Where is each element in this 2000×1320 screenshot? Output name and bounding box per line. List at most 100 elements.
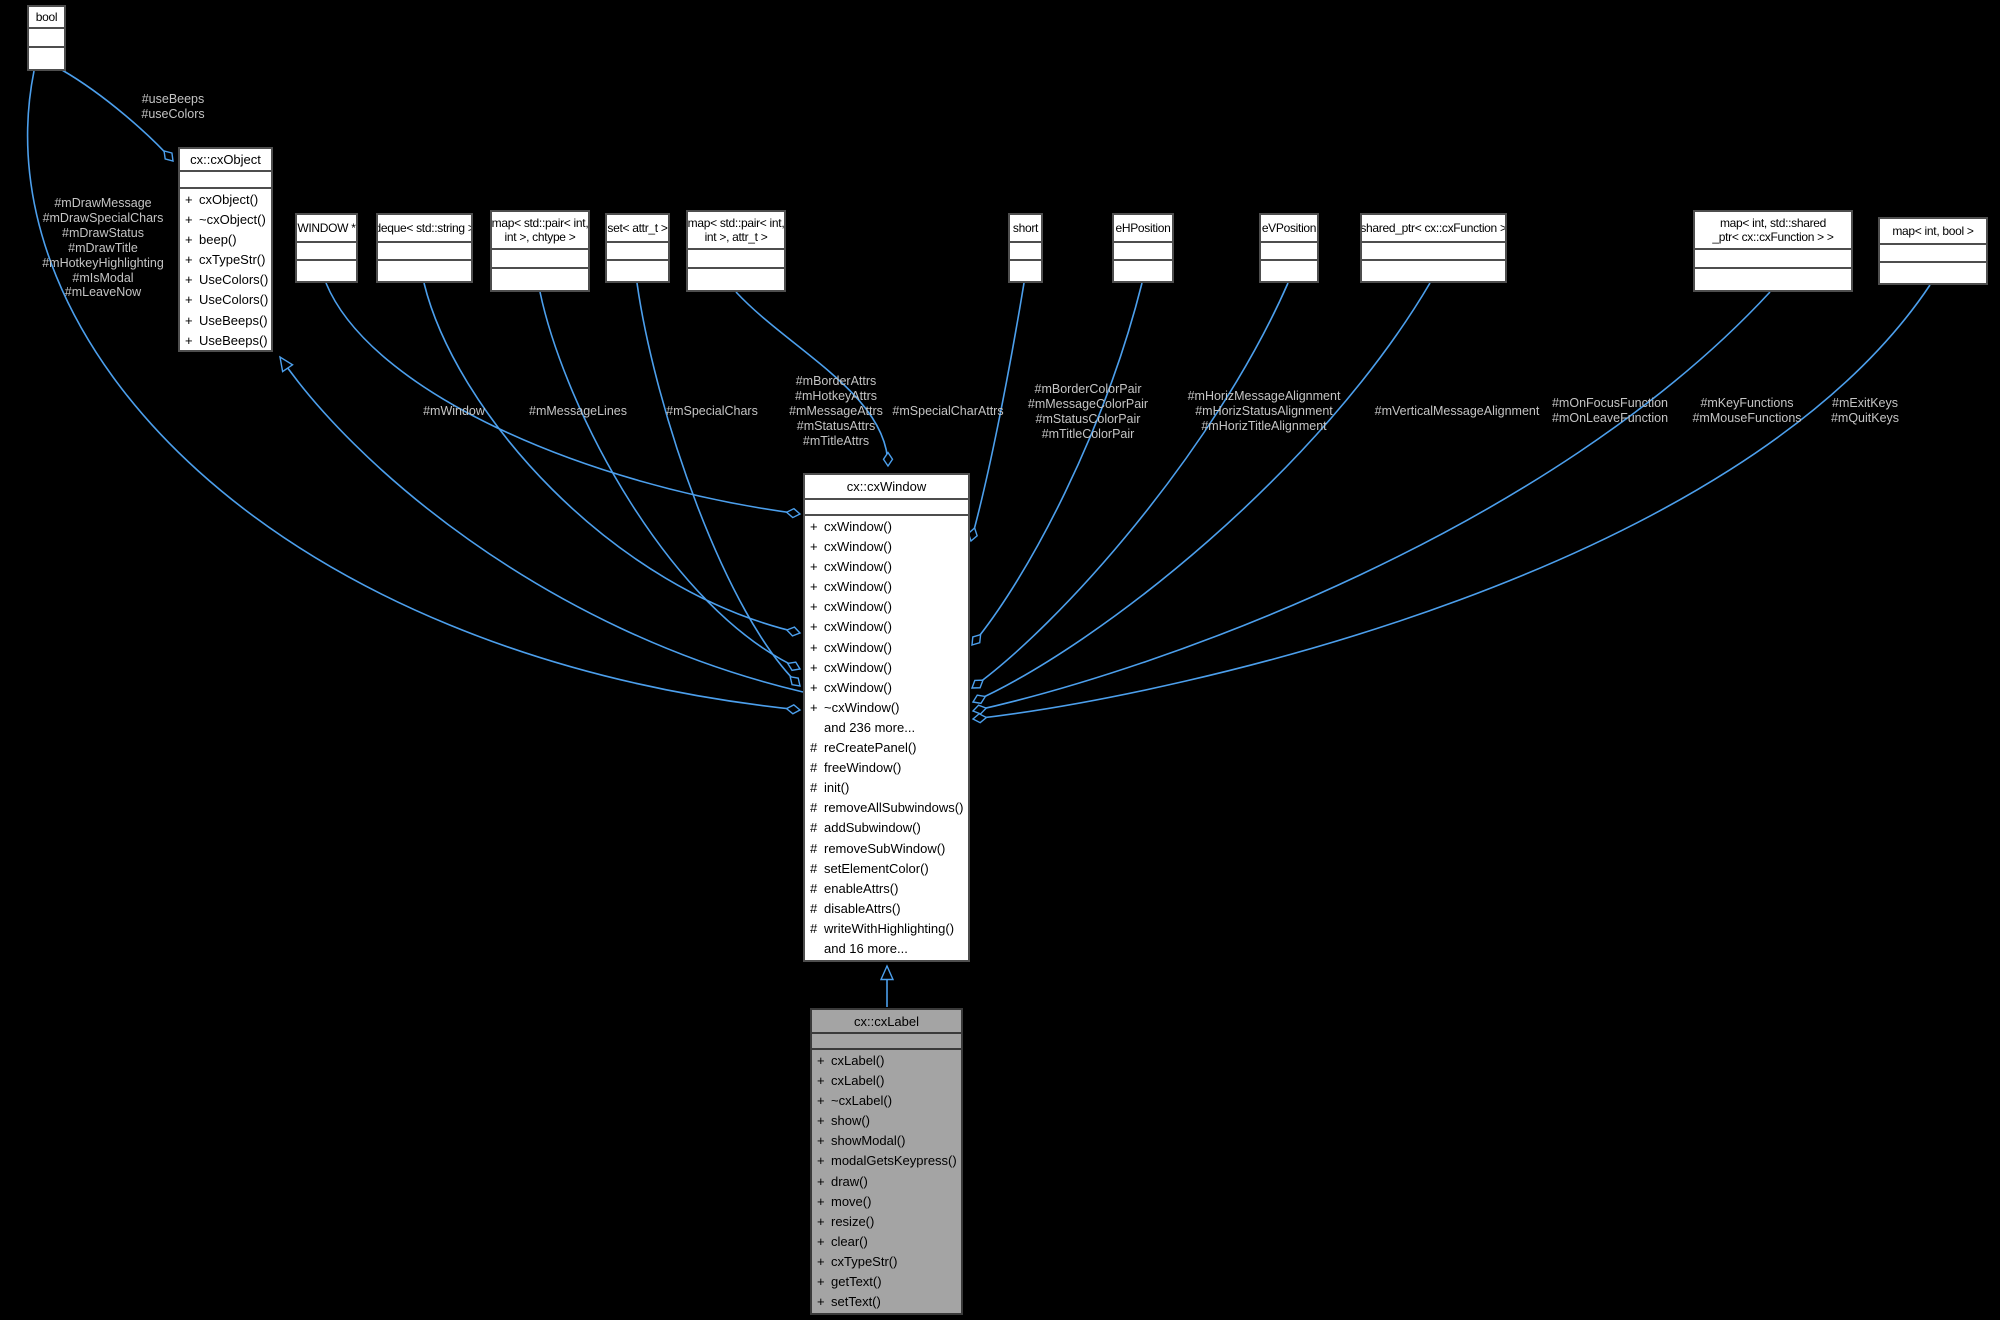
class-box-cxlabel[interactable]: cx::cxLabel+cxLabel()+cxLabel()+~cxLabel… — [810, 1008, 963, 1315]
class-title-line: int >, chtype > — [504, 230, 576, 244]
class-box-cxobject[interactable]: cx::cxObject+cxObject()+~cxObject()+beep… — [178, 147, 273, 352]
class-title-mapchtype: map< std::pair< int,int >, chtype > — [492, 212, 588, 250]
visibility-prefix: + — [185, 332, 193, 348]
edge-label-m_window: #mWindow — [423, 404, 485, 419]
class-box-mapbool[interactable]: map< int, bool > — [1878, 217, 1988, 285]
attributes-compartment — [1695, 250, 1851, 269]
edge-label-line: #mExitKeys — [1832, 396, 1898, 410]
visibility-prefix: + — [817, 1233, 825, 1249]
attributes-compartment — [1880, 245, 1986, 263]
edge-label-line: #mMessageColorPair — [1027, 396, 1149, 411]
class-box-setattr[interactable]: set< attr_t > — [605, 213, 670, 283]
method-row: +cxLabel() — [812, 1071, 961, 1091]
class-title-line: bool — [35, 10, 58, 24]
methods-compartment — [688, 269, 784, 288]
method-name: modalGetsKeypress() — [831, 1153, 957, 1169]
method-row: + showModal() — [812, 1131, 961, 1151]
edge-label-vert_align: #mVerticalMessageAlignment — [1375, 404, 1540, 419]
methods-compartment: +cxWindow()+cxWindow()+cxWindow()+cxWind… — [805, 516, 968, 960]
method-name: removeAllSubwindows() — [824, 800, 964, 816]
visibility-prefix: + — [185, 292, 193, 308]
class-box-mapchtype[interactable]: map< std::pair< int,int >, chtype > — [490, 210, 590, 292]
method-row: + UseColors() — [180, 290, 271, 310]
class-box-short[interactable]: short — [1008, 213, 1043, 283]
visibility-prefix: # — [810, 820, 818, 836]
class-title-cxobject: cx::cxObject — [180, 149, 271, 172]
class-box-sharedptr[interactable]: shared_ptr< cx::cxFunction > — [1360, 213, 1507, 283]
edge-label-line: #mDrawStatus — [62, 225, 144, 240]
edge-label-line: #mKeyFunctions — [1700, 396, 1794, 410]
class-box-cxwindow[interactable]: cx::cxWindow+cxWindow()+cxWindow()+cxWin… — [803, 473, 970, 962]
edge-label-line: #useBeeps — [141, 92, 205, 106]
method-row: and 16 more... — [805, 939, 968, 959]
attributes-compartment — [1362, 243, 1505, 261]
edge-winptr-to-cxwindow — [325, 282, 800, 514]
method-row: + cxWindow() — [805, 597, 968, 617]
method-row: and 236 more... — [805, 718, 968, 738]
class-title-deque: deque< std::string > — [378, 215, 471, 243]
class-title-line: int >, attr_t > — [704, 230, 768, 244]
method-name: ~cxObject() — [199, 212, 266, 228]
class-box-bool[interactable]: bool — [27, 5, 66, 71]
attributes-compartment — [812, 1034, 961, 1050]
edge-label-line: #mWindow — [423, 404, 485, 418]
class-title-line: cx::cxWindow — [846, 479, 927, 494]
method-name: cxWindow() — [824, 679, 892, 695]
method-row: +cxTypeStr() — [180, 250, 271, 270]
method-row: # enableAttrs() — [805, 879, 968, 899]
method-name: UseColors() — [199, 272, 269, 288]
edge-label-line: #mMessageAttrs — [789, 403, 883, 418]
visibility-prefix: + — [817, 1133, 825, 1149]
method-row: +~cxObject() — [180, 210, 271, 230]
visibility-prefix: + — [810, 599, 818, 615]
edge-mapchtype-to-cxwindow — [539, 291, 800, 669]
edge-label-line: #mHorizMessageAlignment — [1187, 389, 1341, 403]
method-name: setText() — [831, 1294, 881, 1310]
visibility-prefix: # — [810, 880, 818, 896]
class-box-deque[interactable]: deque< std::string > — [376, 213, 473, 283]
method-name: move() — [831, 1193, 872, 1209]
class-box-mapshared[interactable]: map< int, std::shared_ptr< cx::cxFunctio… — [1693, 210, 1853, 292]
method-row: #init() — [805, 778, 968, 798]
method-name: removeSubWindow() — [824, 840, 946, 856]
method-name: UseColors() — [199, 292, 269, 308]
method-name: and 16 more... — [824, 940, 908, 956]
method-name: enableAttrs() — [824, 880, 899, 896]
edge-label-focus_fns: #mOnFocusFunction#mOnLeaveFunction — [1552, 396, 1668, 426]
visibility-prefix: + — [817, 1093, 825, 1109]
method-row: +UseBeeps() — [180, 331, 271, 350]
class-box-evpos[interactable]: eVPosition — [1259, 213, 1319, 283]
method-name: showModal() — [831, 1133, 906, 1149]
method-row: +cxLabel() — [812, 1051, 961, 1071]
method-row: +cxWindow() — [805, 658, 968, 678]
edge-label-use_flags: #useBeeps#useColors — [141, 92, 204, 122]
attributes-compartment — [180, 172, 271, 189]
edge-label-line: #mHorizStatusAlignment — [1195, 403, 1333, 418]
edge-label-line: #mMouseFunctions — [1692, 410, 1802, 425]
edge-bool-to-cxobject — [61, 69, 173, 161]
visibility-prefix: + — [810, 539, 818, 555]
visibility-prefix: + — [185, 252, 193, 268]
methods-compartment — [1695, 269, 1851, 288]
method-row: +setText() — [812, 1292, 961, 1312]
class-title-ehpos: eHPosition — [1114, 215, 1172, 243]
visibility-prefix: + — [817, 1173, 825, 1189]
attributes-compartment — [378, 243, 471, 261]
method-name: and 236 more... — [824, 719, 916, 735]
class-title-line: WINDOW * — [297, 221, 356, 235]
edge-label-key_fns: #mKeyFunctions#mMouseFunctions — [1692, 396, 1801, 426]
class-box-winptr[interactable]: WINDOW * — [295, 213, 358, 283]
class-title-line: map< std::pair< int, — [492, 216, 588, 230]
method-row: +cxWindow() — [805, 638, 968, 658]
method-row: +cxTypeStr() — [812, 1252, 961, 1272]
edge-label-line: #mOnLeaveFunction — [1551, 410, 1669, 425]
visibility-prefix: # — [810, 740, 818, 756]
class-title-line: map< int, std::shared — [1719, 216, 1827, 230]
class-title-line: map< int, bool > — [1892, 224, 1974, 238]
method-name: cxLabel() — [831, 1073, 885, 1089]
class-title-line: short — [1012, 221, 1039, 235]
method-name: cxWindow() — [824, 599, 892, 615]
method-name: cxLabel() — [831, 1053, 885, 1068]
class-box-mapattr[interactable]: map< std::pair< int,int >, attr_t > — [686, 210, 786, 292]
class-box-ehpos[interactable]: eHPosition — [1112, 213, 1174, 283]
